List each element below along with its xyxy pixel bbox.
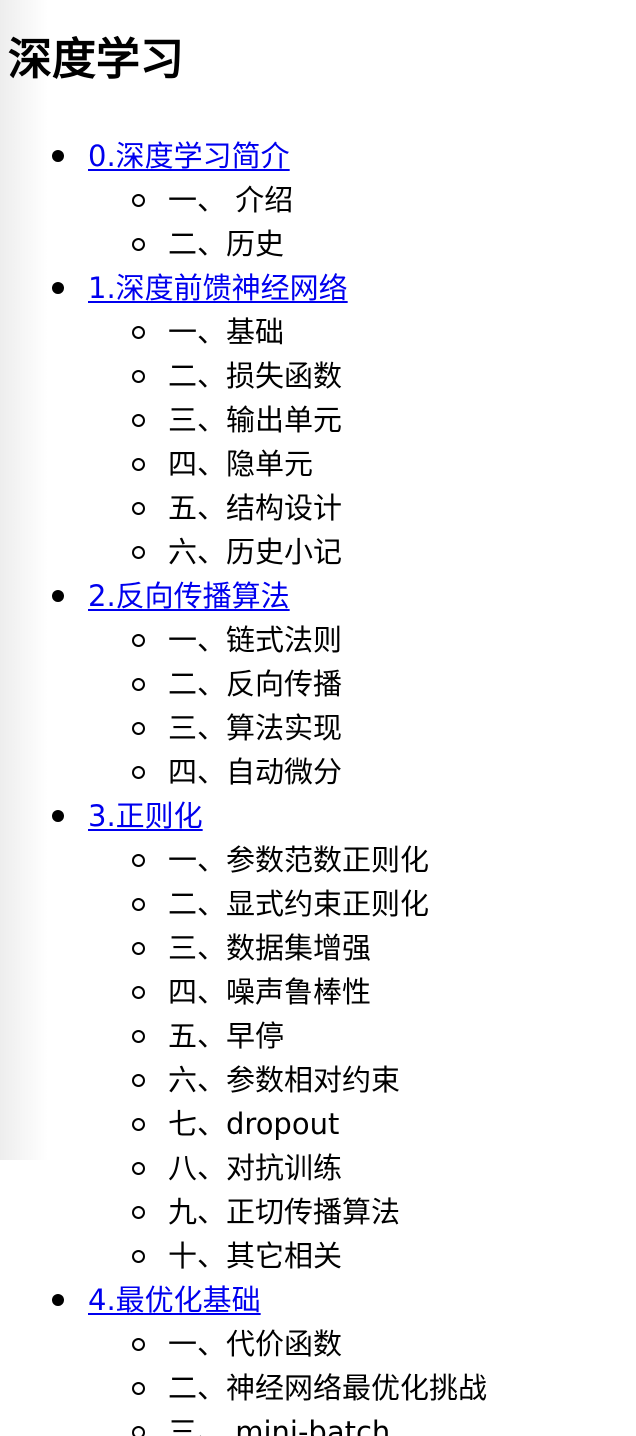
circle-bullet-icon [132, 414, 145, 427]
section-label: 五、结构设计 [168, 491, 343, 525]
list-item: 二、损失函数 [88, 354, 487, 398]
circle-bullet-icon [132, 1338, 145, 1351]
circle-bullet-icon [132, 854, 145, 867]
list-item: 五、早停 [88, 1014, 487, 1058]
list-item: 三、算法实现 [88, 706, 487, 750]
table-of-contents: 0.深度学习简介 一、 介绍 二、历史 1.深度前馈神经网络 一、基础 二、损失… [0, 134, 487, 1436]
chapter-link-1[interactable]: 1.深度前馈神经网络 [88, 271, 348, 305]
section-label: 三、数据集增强 [168, 931, 372, 965]
list-item: 一、代价函数 [88, 1322, 487, 1366]
circle-bullet-icon [132, 1206, 145, 1219]
chapter-link-2[interactable]: 2.反向传播算法 [88, 579, 290, 613]
circle-bullet-icon [132, 1162, 145, 1175]
section-list: 一、链式法则 二、反向传播 三、算法实现 四、自动微分 [88, 618, 487, 794]
section-label: 七、dropout [168, 1107, 340, 1141]
list-item: 一、链式法则 [88, 618, 487, 662]
list-item: 三、数据集增强 [88, 926, 487, 970]
list-item: 四、自动微分 [88, 750, 487, 794]
list-item: 八、对抗训练 [88, 1146, 487, 1190]
list-item: 六、历史小记 [88, 530, 487, 574]
section-label: 十、其它相关 [168, 1239, 343, 1273]
chapter-link-4[interactable]: 4.最优化基础 [88, 1283, 261, 1317]
circle-bullet-icon [132, 942, 145, 955]
section-label: 二、反向传播 [168, 667, 343, 701]
chapter-link-3[interactable]: 3.正则化 [88, 799, 203, 833]
circle-bullet-icon [132, 1382, 145, 1395]
circle-bullet-icon [132, 502, 145, 515]
list-item: 三、 mini-batch [88, 1410, 487, 1436]
section-label: 二、显式约束正则化 [168, 887, 430, 921]
section-label: 三、 mini-batch [168, 1415, 391, 1436]
list-item: 三、输出单元 [88, 398, 487, 442]
toc-chapter-3: 3.正则化 一、参数范数正则化 二、显式约束正则化 三、数据集增强 四、噪声鲁棒… [0, 794, 487, 1278]
list-item: 六、参数相对约束 [88, 1058, 487, 1102]
disc-bullet-icon [52, 150, 64, 162]
section-label: 二、损失函数 [168, 359, 343, 393]
section-label: 九、正切传播算法 [168, 1195, 401, 1229]
toc-chapter-0: 0.深度学习简介 一、 介绍 二、历史 [0, 134, 487, 266]
section-label: 六、历史小记 [168, 535, 343, 569]
circle-bullet-icon [132, 458, 145, 471]
circle-bullet-icon [132, 1426, 145, 1436]
circle-bullet-icon [132, 1118, 145, 1131]
circle-bullet-icon [132, 766, 145, 779]
circle-bullet-icon [132, 546, 145, 559]
section-label: 二、历史 [168, 227, 285, 261]
section-label: 一、 介绍 [168, 183, 294, 217]
list-item: 一、参数范数正则化 [88, 838, 487, 882]
section-label: 八、对抗训练 [168, 1151, 343, 1185]
list-item: 四、噪声鲁棒性 [88, 970, 487, 1014]
section-label: 一、代价函数 [168, 1327, 343, 1361]
section-label: 一、基础 [168, 315, 285, 349]
section-label: 四、自动微分 [168, 755, 343, 789]
circle-bullet-icon [132, 722, 145, 735]
list-item: 七、dropout [88, 1102, 487, 1146]
circle-bullet-icon [132, 238, 145, 251]
list-item: 五、结构设计 [88, 486, 487, 530]
disc-bullet-icon [52, 810, 64, 822]
toc-chapter-2: 2.反向传播算法 一、链式法则 二、反向传播 三、算法实现 四、自动微分 [0, 574, 487, 794]
section-list: 一、基础 二、损失函数 三、输出单元 四、隐单元 五、结构设计 六、历史小记 [88, 310, 487, 574]
circle-bullet-icon [132, 634, 145, 647]
section-label: 二、神经网络最优化挑战 [168, 1371, 488, 1405]
list-item: 十、其它相关 [88, 1234, 487, 1278]
circle-bullet-icon [132, 370, 145, 383]
list-item: 二、反向传播 [88, 662, 487, 706]
circle-bullet-icon [132, 1074, 145, 1087]
circle-bullet-icon [132, 326, 145, 339]
list-item: 二、历史 [88, 222, 487, 266]
section-label: 一、链式法则 [168, 623, 343, 657]
disc-bullet-icon [52, 282, 64, 294]
disc-bullet-icon [52, 590, 64, 602]
section-label: 四、噪声鲁棒性 [168, 975, 372, 1009]
toc-chapter-1: 1.深度前馈神经网络 一、基础 二、损失函数 三、输出单元 四、隐单元 五、结构… [0, 266, 487, 574]
page-title: 深度学习 [8, 34, 184, 85]
list-item: 二、神经网络最优化挑战 [88, 1366, 487, 1410]
circle-bullet-icon [132, 898, 145, 911]
section-label: 四、隐单元 [168, 447, 314, 481]
circle-bullet-icon [132, 986, 145, 999]
toc-chapter-4: 4.最优化基础 一、代价函数 二、神经网络最优化挑战 三、 mini-batch [0, 1278, 487, 1436]
section-label: 一、参数范数正则化 [168, 843, 430, 877]
list-item: 一、基础 [88, 310, 487, 354]
circle-bullet-icon [132, 194, 145, 207]
circle-bullet-icon [132, 1030, 145, 1043]
list-item: 二、显式约束正则化 [88, 882, 487, 926]
section-list: 一、代价函数 二、神经网络最优化挑战 三、 mini-batch [88, 1322, 487, 1436]
section-label: 三、算法实现 [168, 711, 343, 745]
list-item: 一、 介绍 [88, 178, 487, 222]
section-label: 三、输出单元 [168, 403, 343, 437]
section-list: 一、 介绍 二、历史 [88, 178, 487, 266]
list-item: 四、隐单元 [88, 442, 487, 486]
section-label: 五、早停 [168, 1019, 285, 1053]
circle-bullet-icon [132, 678, 145, 691]
list-item: 九、正切传播算法 [88, 1190, 487, 1234]
section-label: 六、参数相对约束 [168, 1063, 401, 1097]
chapter-link-0[interactable]: 0.深度学习简介 [88, 139, 290, 173]
section-list: 一、参数范数正则化 二、显式约束正则化 三、数据集增强 四、噪声鲁棒性 五、早停… [88, 838, 487, 1278]
disc-bullet-icon [52, 1294, 64, 1306]
circle-bullet-icon [132, 1250, 145, 1263]
